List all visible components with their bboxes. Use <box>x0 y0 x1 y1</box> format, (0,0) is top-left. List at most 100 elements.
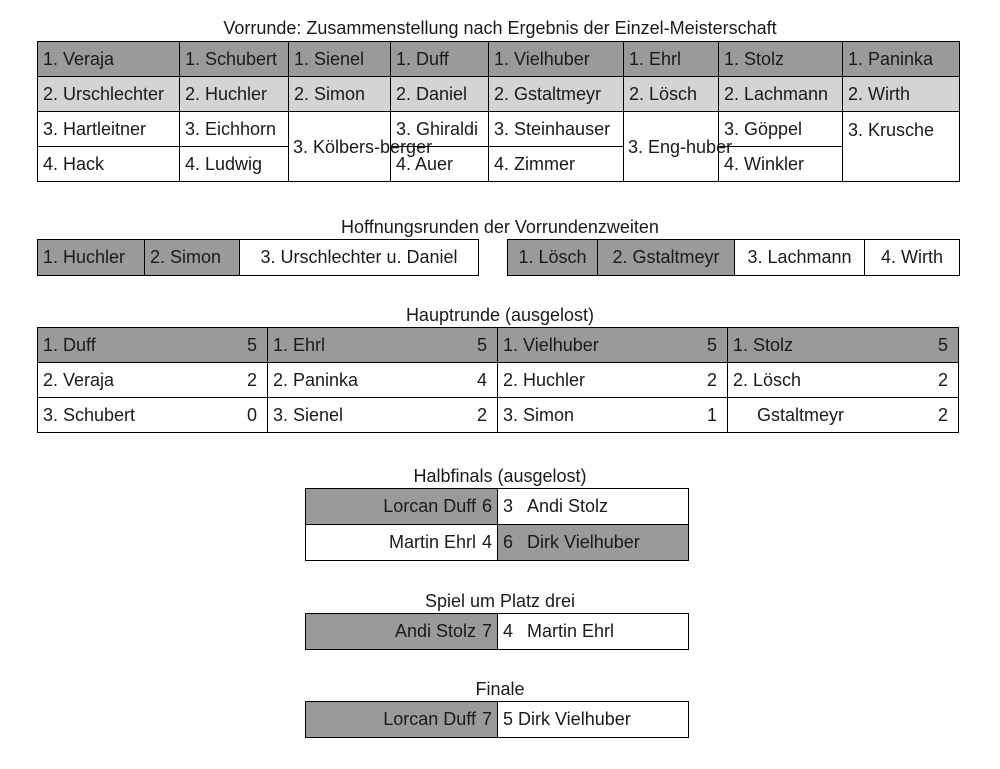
haupt-title: Hauptrunde (ausgelost) <box>405 305 595 325</box>
player-name: 3. Schubert <box>43 404 136 425</box>
player-name: Andi Stolz <box>394 621 476 641</box>
finale-left: Lorcan Duff 7 <box>305 701 498 738</box>
hoffnung-cell: 2. Simon <box>144 239 240 276</box>
player-score: 0 <box>246 404 257 425</box>
vorrunde-cell: 3. Hartleitner <box>37 111 180 147</box>
vorrunde-table: 1. Veraja 1. Schubert 1. Sienel 1. Duff … <box>37 41 960 182</box>
vorrunde-cell: 1. Duff <box>390 41 489 77</box>
player-name: 2. Paninka <box>273 369 359 390</box>
player-name: Andi Stolz <box>527 496 609 516</box>
player-score: 5 <box>937 334 948 355</box>
platz3-right: 4 Martin Ehrl <box>497 613 689 650</box>
vorrunde-title: Vorrunde: Zusammenstellung nach Ergebnis… <box>223 18 777 38</box>
vorrunde-row-4: 4. Hack 4. Ludwig 4. Auer 4. Zimmer 4. W… <box>37 146 960 182</box>
hoffnung-cell: 4. Wirth <box>864 239 960 276</box>
vorrunde-cell: 2. Lachmann <box>718 76 843 112</box>
player-name: Lorcan Duff <box>383 709 476 729</box>
player-name: 3. Sienel <box>273 404 344 425</box>
haupt-cell: 3. Schubert 0 <box>37 397 268 433</box>
vorrunde-row-1: 1. Veraja 1. Schubert 1. Sienel 1. Duff … <box>37 41 960 77</box>
player-score: 6 <box>481 496 492 516</box>
hoffnung-cell: 1. Lösch <box>507 239 598 276</box>
hoffnung-right: 1. Lösch 2. Gstaltmeyr 3. Lachmann 4. Wi… <box>507 239 960 276</box>
hoffnung-cell: 1. Huchler <box>37 239 145 276</box>
player-score: 7 <box>481 709 492 729</box>
player-score: 2 <box>706 369 717 390</box>
vorrunde-cell: 2. Wirth <box>842 76 960 112</box>
haupt-row-3: 3. Schubert 0 3. Sienel 2 3. Simon 1 Gstalt… <box>37 397 959 433</box>
vorrunde-cell: 1. Vielhuber <box>488 41 624 77</box>
finale-title: Finale <box>475 679 525 699</box>
player-name: Gstaltmeyr <box>757 404 845 425</box>
vorrunde-cell: 3. Steinhauser <box>488 111 624 147</box>
player-name: 1. Duff <box>43 334 96 355</box>
player-score: 7 <box>481 621 492 641</box>
vorrunde-cell: 2. Gstaltmeyr <box>488 76 624 112</box>
halbfinal-match-1: Lorcan Duff 6 3 Andi Stolz <box>305 488 689 525</box>
haupt-cell: 1. Duff 5 <box>37 327 268 363</box>
player-score: 2 <box>476 404 487 425</box>
haupt-cell: 3. Simon 1 <box>497 397 728 433</box>
vorrunde-cell: 2. Urschlechter <box>37 76 180 112</box>
player-name: 2. Veraja <box>43 369 115 390</box>
vorrunde-cell: 1. Veraja <box>37 41 180 77</box>
vorrunde-row-3: 3. Hartleitner 3. Eichhorn 3. Kölbers-be… <box>37 111 960 182</box>
player-name: 2. Huchler <box>503 369 586 390</box>
player-score: 4 <box>476 369 487 390</box>
vorrunde-cell: 4. Ludwig <box>179 146 289 182</box>
vorrunde-cell: 3. Eichhorn <box>179 111 289 147</box>
player-name: 1. Stolz <box>733 334 794 355</box>
halbfinal-left: Martin Ehrl 4 <box>305 524 498 561</box>
player-name: Dirk Vielhuber <box>527 532 640 552</box>
halbfinals-title: Halbfinals (ausgelost) <box>413 466 587 486</box>
player-score: 2 <box>937 369 948 390</box>
platz3-match: Andi Stolz 7 4 Martin Ehrl <box>305 613 689 650</box>
vorrunde-cell: 4. Winkler <box>718 146 843 182</box>
haupt-cell: 2. Huchler 2 <box>497 362 728 398</box>
player-name: 2. Lösch <box>733 369 802 390</box>
vorrunde-row-2: 2. Urschlechter 2. Huchler 2. Simon 2. D… <box>37 76 960 112</box>
halbfinal-left: Lorcan Duff 6 <box>305 488 498 525</box>
halbfinal-right: 3 Andi Stolz <box>497 488 689 525</box>
player-name: Lorcan Duff <box>383 496 476 516</box>
vorrunde-cell: 4. Hack <box>37 146 180 182</box>
vorrunde-cell: 1. Sienel <box>288 41 391 77</box>
vorrunde-cell: 2. Daniel <box>390 76 489 112</box>
hoffnung-left: 1. Huchler 2. Simon 3. Urschlechter u. D… <box>37 239 479 276</box>
player-score: 5 <box>706 334 717 355</box>
finale-right: 5 Dirk Vielhuber <box>497 701 689 738</box>
hoffnung-cell: 3. Lachmann <box>734 239 865 276</box>
hoffnung-cell: 2. Gstaltmeyr <box>597 239 735 276</box>
vorrunde-cell: 2. Huchler <box>179 76 289 112</box>
platz3-title: Spiel um Platz drei <box>424 591 576 611</box>
vorrunde-cell: 1. Paninka <box>842 41 960 77</box>
platz3-left: Andi Stolz 7 <box>305 613 498 650</box>
player-score: 6 <box>503 532 514 552</box>
player-name: 3. Simon <box>503 404 575 425</box>
hoffnung-title: Hoffnungsrunden der Vorrundenzweiten <box>341 217 659 237</box>
vorrunde-cell: 3. Ghiraldi <box>390 111 489 147</box>
player-name: 1. Vielhuber <box>503 334 599 355</box>
hoffnung-cell: 3. Urschlechter u. Daniel <box>239 239 479 276</box>
haupt-cell: 2. Paninka 4 <box>267 362 498 398</box>
player-score: 5 <box>246 334 257 355</box>
haupt-cell: 1. Stolz 5 <box>727 327 959 363</box>
halbfinal-right: 6 Dirk Vielhuber <box>497 524 689 561</box>
player-score: 2 <box>937 404 948 425</box>
vorrunde-cell: 2. Simon <box>288 76 391 112</box>
player-score: 3 <box>503 496 514 516</box>
vorrunde-cell: 4. Zimmer <box>488 146 624 182</box>
vorrunde-cell: 3. Krusche <box>842 111 960 182</box>
player-score: 1 <box>706 404 717 425</box>
vorrunde-cell: 2. Lösch <box>623 76 719 112</box>
haupt-cell: 3. Sienel 2 <box>267 397 498 433</box>
vorrunde-cell: 3. Göppel <box>718 111 843 147</box>
halbfinal-match-2: Martin Ehrl 4 6 Dirk Vielhuber <box>305 524 689 561</box>
vorrunde-cell: 1. Stolz <box>718 41 843 77</box>
vorrunde-cell: 1. Schubert <box>179 41 289 77</box>
